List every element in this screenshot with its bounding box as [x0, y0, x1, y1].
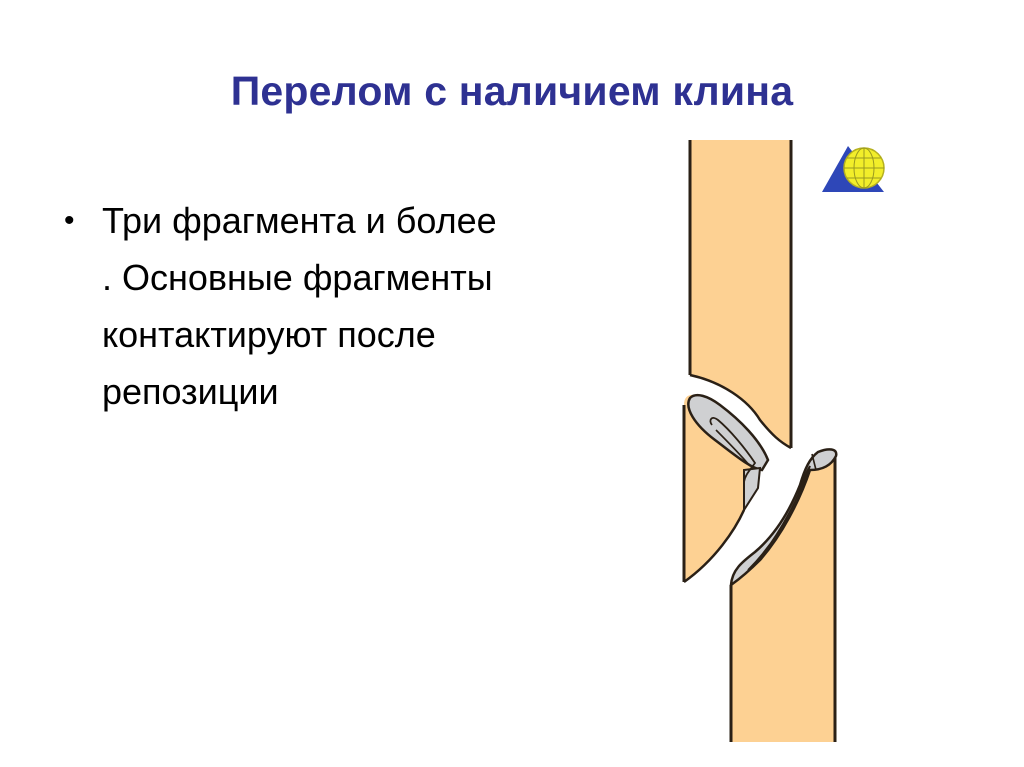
bullet-marker: • [64, 204, 75, 237]
globe-triangle-logo-icon [822, 146, 885, 192]
wedge-fracture-illustration [682, 140, 838, 742]
bullet-item: • Три фрагмента и более . Основные фрагм… [60, 192, 620, 420]
bullet-line-3: контактируют после [102, 314, 436, 355]
upper-bone-fragment [688, 140, 793, 450]
slide-title: Перелом с наличием клина [230, 68, 794, 114]
lower-bone-fragment [729, 448, 838, 742]
bullet-line-2: . Основные фрагменты [102, 257, 493, 298]
bullet-list: • Три фрагмента и более . Основные фрагм… [60, 192, 620, 420]
bullet-line-4: репозиции [102, 371, 279, 412]
wedge-fragment [682, 393, 770, 584]
bullet-line-1: Три фрагмента и более [102, 200, 497, 241]
